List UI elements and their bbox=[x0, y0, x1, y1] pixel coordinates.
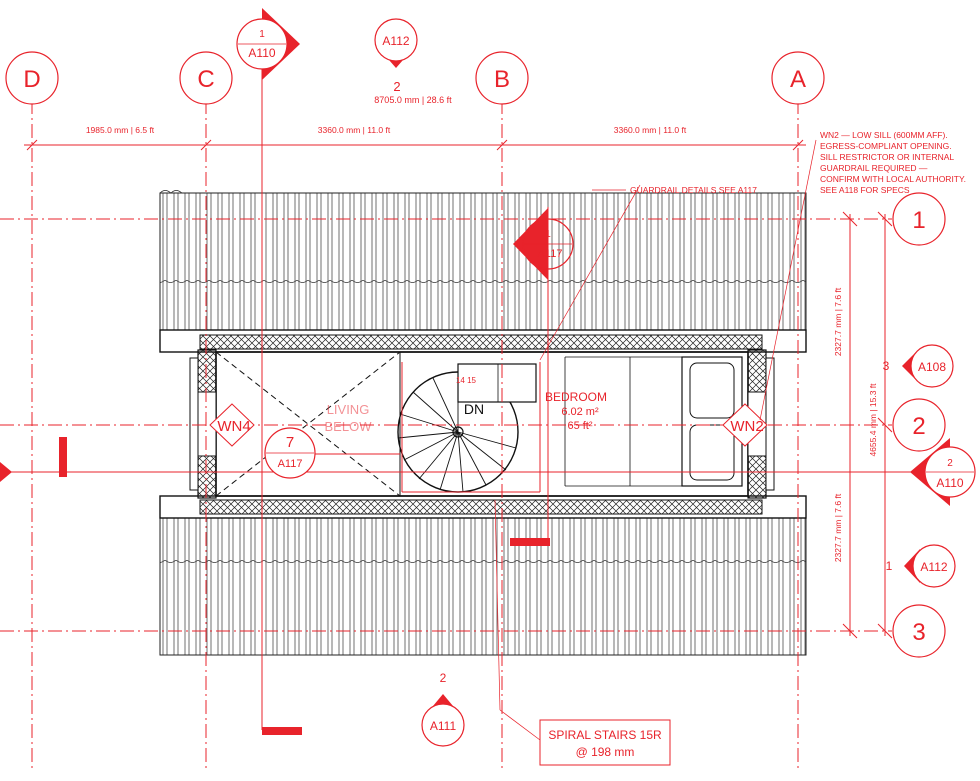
svg-text:2: 2 bbox=[440, 671, 447, 685]
dimension-right-overall: 4655.4 mm | 15.3 ft bbox=[868, 383, 878, 457]
grid-bubble-1: 1 bbox=[892, 192, 946, 246]
svg-text:SILL RESTRICTOR OR INTERNAL: SILL RESTRICTOR OR INTERNAL bbox=[820, 152, 954, 162]
dimension-c-b: 3360.0 mm | 11.0 ft bbox=[318, 125, 391, 135]
svg-text:CONFIRM WITH LOCAL AUTHORITY.: CONFIRM WITH LOCAL AUTHORITY. bbox=[820, 174, 966, 184]
overall-dimension-tag: 2 bbox=[393, 79, 400, 94]
svg-text:A117: A117 bbox=[278, 458, 303, 470]
section-marker-a108-right[interactable]: A108 3 bbox=[883, 344, 954, 388]
section-marker-a111-bottom[interactable]: A111 2 bbox=[421, 671, 465, 747]
dimension-b-a: 3360.0 mm | 11.0 ft bbox=[614, 125, 687, 135]
dimension-d-c: 1985.0 mm | 6.5 ft bbox=[86, 125, 155, 135]
svg-text:2: 2 bbox=[947, 458, 953, 469]
overall-dimension: 8705.0 mm | 28.6 ft bbox=[374, 95, 452, 105]
section-marker-a117-center[interactable]: 1 A117 bbox=[513, 208, 574, 280]
svg-text:1: 1 bbox=[912, 207, 925, 234]
bedroom-label: BEDROOM bbox=[545, 390, 607, 404]
living-below-label-1: LIVING bbox=[327, 402, 370, 417]
svg-text:A112: A112 bbox=[920, 560, 947, 574]
svg-text:3: 3 bbox=[883, 359, 890, 373]
svg-text:EGRESS-COMPLIANT OPENING.: EGRESS-COMPLIANT OPENING. bbox=[820, 141, 952, 151]
cut-bar-bottom bbox=[262, 727, 302, 735]
svg-text:A108: A108 bbox=[918, 360, 946, 374]
svg-text:A: A bbox=[790, 66, 806, 93]
svg-text:GUARDRAIL REQUIRED —: GUARDRAIL REQUIRED — bbox=[820, 163, 928, 173]
cut-bar-left bbox=[59, 437, 67, 477]
wn2-note: WN2 — LOW SILL (600MM AFF). EGRESS-COMPL… bbox=[759, 130, 966, 421]
section-marker-left-edge bbox=[0, 462, 12, 482]
svg-text:1: 1 bbox=[545, 229, 551, 240]
section-marker-a110-right[interactable]: 2 A110 bbox=[910, 438, 976, 506]
grid-bubble-c: C bbox=[179, 51, 233, 105]
spiral-stairs-callout: SPIRAL STAIRS 15R @ 198 mm bbox=[494, 499, 671, 766]
stair-dn-label: DN bbox=[464, 401, 484, 417]
svg-text:1: 1 bbox=[259, 29, 265, 40]
svg-text:D: D bbox=[23, 66, 40, 93]
section-marker-a110-top[interactable]: 1 A110 bbox=[236, 8, 300, 80]
roof-lower bbox=[159, 517, 807, 656]
roof-upper bbox=[159, 192, 807, 331]
svg-text:A117: A117 bbox=[538, 248, 563, 260]
grid-bubble-3: 3 bbox=[892, 604, 946, 658]
spiral-stair bbox=[397, 363, 537, 493]
svg-text:SPIRAL STAIRS 15R: SPIRAL STAIRS 15R bbox=[548, 728, 662, 742]
svg-text:WN4: WN4 bbox=[217, 418, 250, 435]
window-tag-wn4: WN4 bbox=[209, 403, 255, 447]
grid-bubble-d: D bbox=[5, 51, 59, 105]
svg-text:B: B bbox=[494, 66, 510, 93]
svg-text:A111: A111 bbox=[430, 719, 457, 733]
bedroom-area-m: 6.02 m² bbox=[561, 406, 599, 418]
svg-text:A110: A110 bbox=[936, 476, 963, 490]
svg-text:WN2 — LOW SILL (600MM AFF).: WN2 — LOW SILL (600MM AFF). bbox=[820, 130, 948, 140]
svg-text:C: C bbox=[197, 66, 214, 93]
stair-top-numbers: 14 15 bbox=[456, 376, 477, 385]
svg-text:SEE A118 FOR SPECS: SEE A118 FOR SPECS bbox=[820, 185, 910, 195]
grid-bubble-a: A bbox=[771, 51, 825, 105]
guardrail-note: GUARDRAIL DETAILS SEE A117 bbox=[630, 185, 757, 195]
dimension-right-top: 2327.7 mm | 7.6 ft bbox=[833, 287, 843, 356]
section-marker-a112-right[interactable]: A112 1 bbox=[886, 544, 956, 588]
svg-text:3: 3 bbox=[912, 619, 925, 646]
svg-text:A110: A110 bbox=[248, 46, 275, 60]
svg-text:@ 198 mm: @ 198 mm bbox=[576, 745, 635, 759]
grid-bubble-2: 2 bbox=[892, 398, 946, 452]
cut-bar-center bbox=[510, 538, 550, 546]
section-marker-a112-top[interactable]: A112 bbox=[374, 18, 418, 68]
svg-text:7: 7 bbox=[286, 434, 294, 451]
window-tag-wn2: WN2 bbox=[722, 403, 768, 447]
svg-text:A112: A112 bbox=[382, 34, 409, 48]
dimension-right-bottom: 2327.7 mm | 7.6 ft bbox=[833, 493, 843, 562]
svg-text:WN2: WN2 bbox=[730, 418, 763, 435]
svg-text:1: 1 bbox=[886, 559, 893, 573]
svg-text:2: 2 bbox=[912, 413, 925, 440]
living-below-label-2: BELOW bbox=[325, 419, 373, 434]
grid-bubble-b: B bbox=[475, 51, 529, 105]
bedroom-area-ft: 65 ft² bbox=[567, 420, 592, 432]
section-marker-a117-left[interactable]: 7 A117 bbox=[264, 427, 316, 479]
